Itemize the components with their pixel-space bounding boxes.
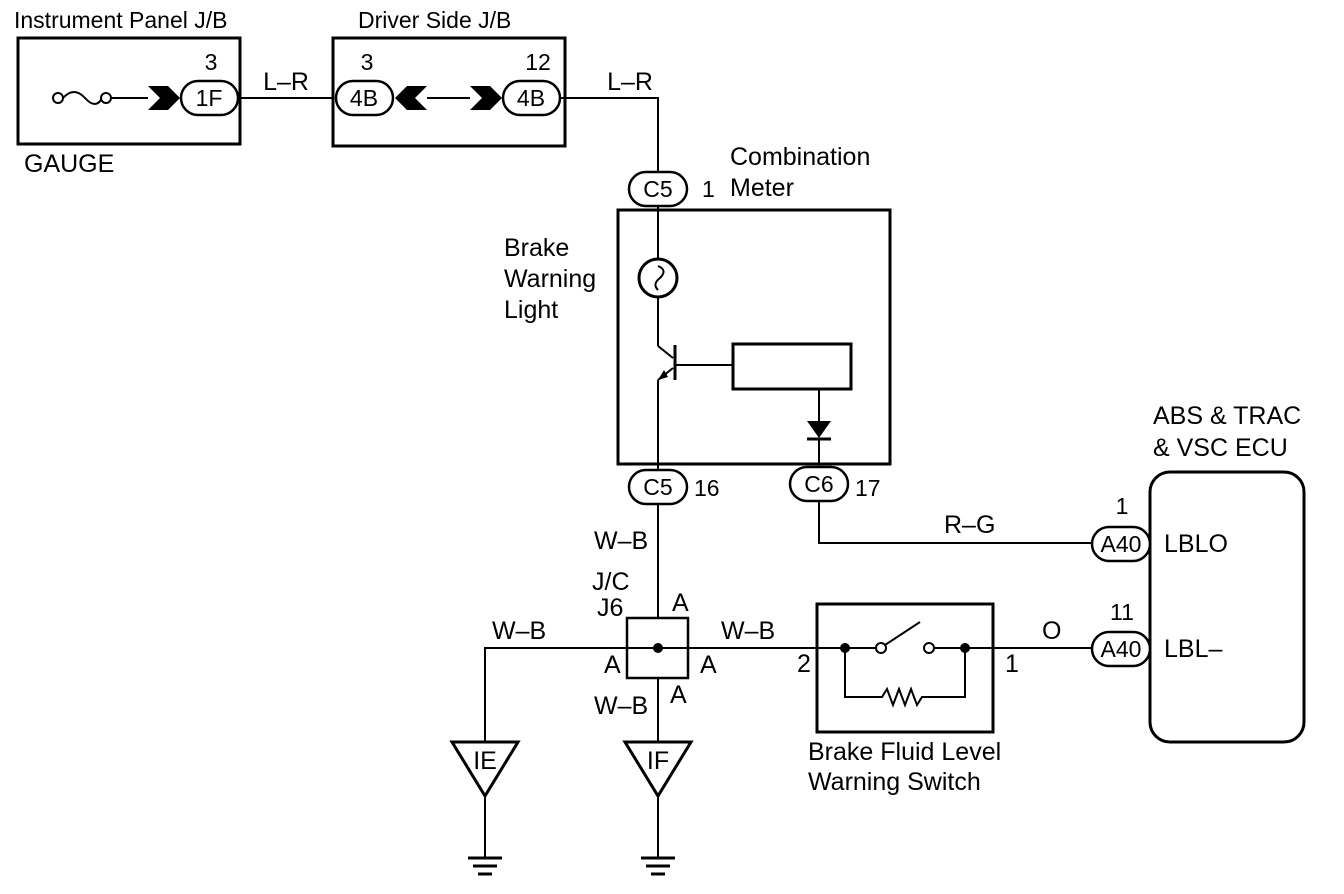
abs-trac-vsc-ecu: ABS & TRAC & VSC ECU A40 1 LBLO A40 11 L…: [1090, 402, 1306, 744]
combination-meter: Combination Meter C5 1 Brake Warning Lig…: [504, 143, 892, 506]
connector-4b-right-label: 4B: [517, 85, 545, 111]
wire-color-jc-to-ground-ie: W–B: [492, 617, 546, 645]
wire-driver-to-meter: [560, 97, 659, 172]
wire-color-jc-to-switch: W–B: [721, 617, 775, 645]
switch-pin-right: 1: [1005, 650, 1019, 678]
ground-icon: [468, 796, 502, 876]
instrument-panel-jb-box: [16, 36, 242, 146]
driver-side-jb-box: [331, 36, 567, 148]
junction-connector-j6: J/C J6 A A A A: [592, 568, 717, 709]
brake-warning-light-label-1: Brake: [504, 234, 569, 262]
connector-1f-label: 1F: [196, 85, 223, 111]
connector-c6-label: C6: [804, 471, 833, 497]
connector-a40-pin11-number: 11: [1110, 599, 1134, 625]
fuse-label-gauge: GAUGE: [24, 150, 114, 178]
ground-point-if: [622, 740, 694, 799]
brake-warning-light-label-2: Warning: [504, 265, 596, 293]
brake-warning-light-label-3: Light: [504, 296, 558, 324]
connector-arrow-icon: [395, 86, 502, 110]
connector-a40-pin1-label: A40: [1101, 531, 1142, 557]
jc-terminal-top: A: [672, 589, 689, 617]
ground-icon: [641, 796, 675, 876]
connector-4b-left-pin: 3: [361, 49, 374, 75]
combination-meter-title-2: Meter: [730, 174, 794, 202]
connector-c5-output-label: C5: [643, 474, 672, 500]
instrument-panel-junction-block: Instrument Panel J/B 1F 3 GAUGE: [14, 7, 242, 178]
connector-c5-output-pin: 16: [694, 475, 720, 501]
connector-4b-left: [334, 79, 395, 117]
ecu-title-2: & VSC ECU: [1153, 434, 1288, 462]
ground-if-label: IF: [647, 747, 669, 775]
wire-color-meter-to-jc: W–B: [594, 527, 648, 555]
connector-c6-pin: 17: [855, 475, 881, 501]
connector-4b-left-label: 4B: [350, 85, 378, 111]
connector-c5-input-label: C5: [643, 176, 672, 202]
wire-color-ip-to-driver: L–R: [263, 68, 309, 96]
jc-terminal-right: A: [700, 651, 717, 679]
connector-arrow-icon: [148, 86, 180, 110]
brake-warning-lamp-icon: [637, 257, 679, 299]
jc-label-1: J/C: [592, 568, 630, 596]
connector-a40-pin11: [1090, 630, 1152, 668]
wire-color-driver-to-meter: L–R: [607, 68, 653, 96]
wire-color-switch-to-ecu: O: [1042, 617, 1061, 645]
connector-c5-input-pin: 1: [702, 176, 715, 202]
connector-a40-pin11-label: A40: [1101, 636, 1142, 662]
switch-contact-icon: [875, 621, 935, 654]
switch-pin-left: 2: [797, 650, 811, 678]
diode-icon: [807, 389, 831, 470]
jc-terminal-left: A: [604, 651, 621, 679]
connector-4b-right-pin: 12: [525, 49, 551, 75]
ecu-terminal-lbl-minus: LBL–: [1164, 635, 1222, 663]
jc-label-2: J6: [597, 594, 623, 622]
resistor-icon: [844, 648, 966, 708]
fuse-icon: [52, 91, 148, 105]
combination-meter-box: [616, 208, 892, 466]
ecu-box: [1148, 470, 1306, 744]
driver-side-jb-title: Driver Side J/B: [358, 7, 511, 33]
ground-ie: IE: [449, 740, 521, 876]
wire-color-meter-to-ecu: R–G: [944, 511, 995, 539]
switch-label-2: Warning Switch: [808, 768, 981, 796]
ground-ie-label: IE: [473, 747, 497, 775]
switch-box: [815, 602, 995, 734]
instrument-panel-jb-title: Instrument Panel J/B: [14, 7, 228, 33]
switch-label-1: Brake Fluid Level: [808, 738, 1001, 766]
wire-jc-to-ground-ie: [484, 647, 658, 742]
connector-a40-pin1-number: 1: [1116, 493, 1129, 519]
connector-1f-pin: 3: [205, 49, 218, 75]
connector-a40-pin1: [1090, 525, 1152, 563]
combination-meter-title-1: Combination: [730, 143, 870, 171]
ground-point-ie: [449, 740, 521, 799]
wire-meter-to-ecu: [818, 501, 1092, 544]
ecu-terminal-lblo: LBLO: [1164, 530, 1228, 558]
wire-color-jc-to-ground-if: W–B: [594, 692, 648, 720]
ground-if: IF: [622, 740, 694, 876]
driver-side-junction-block: Driver Side J/B 4B 3 4B 12: [331, 7, 567, 148]
transistor-icon: [657, 297, 733, 470]
ecu-title-1: ABS & TRAC: [1153, 402, 1301, 430]
meter-control-circuit: [731, 342, 853, 391]
jc-terminal-bottom: A: [670, 681, 687, 709]
brake-fluid-level-warning-switch: 2 1 Brake Fluid Level Warning Switch: [797, 602, 1019, 796]
